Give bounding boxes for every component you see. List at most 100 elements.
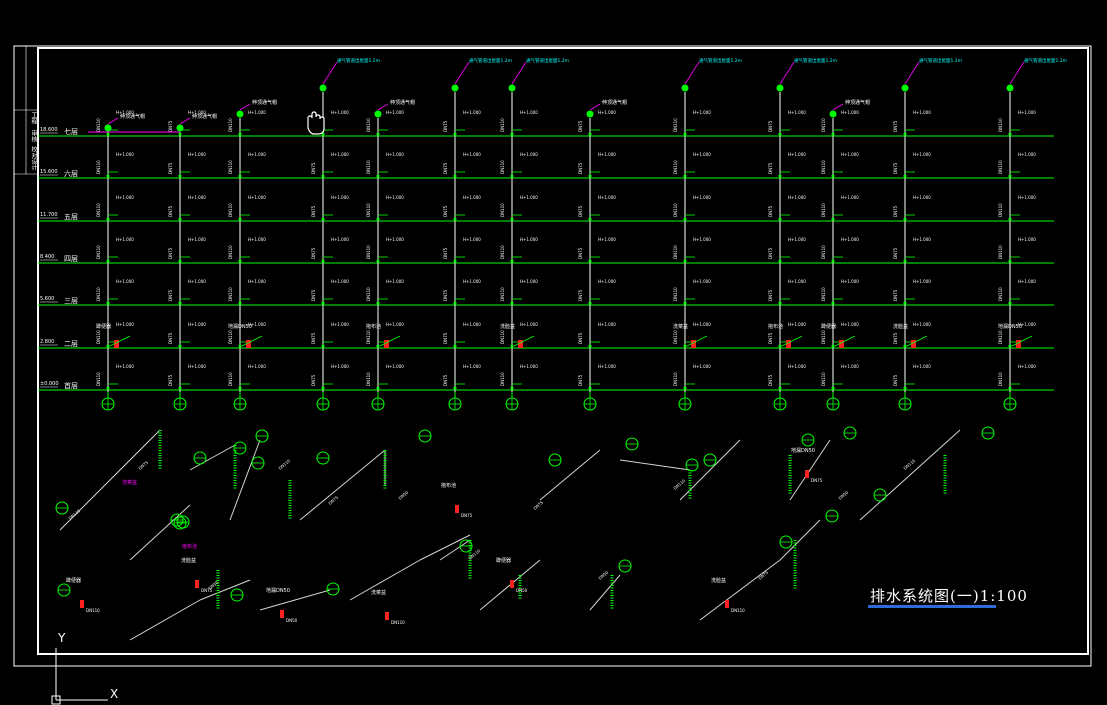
vent-leader	[179, 117, 191, 125]
pipe-size-tag: DN75	[168, 247, 173, 259]
outer-frame	[13, 45, 1092, 667]
title-block-cell: 设计	[30, 158, 37, 170]
fixture-branch	[1011, 335, 1033, 347]
pipe-size-tag: DN110	[500, 372, 505, 386]
iso-pipe	[259, 589, 331, 611]
pipe-size-tag: DN50	[597, 569, 609, 580]
pipe-size-tag: DN75	[443, 205, 448, 217]
cleanout-icon	[1008, 301, 1012, 305]
vent-leader	[239, 103, 251, 111]
pipe-size-tag: DN110	[366, 372, 371, 386]
pipe-size-tag: DN75	[311, 374, 316, 386]
pipe-size-tag: DN75	[893, 205, 898, 217]
cleanout-icon	[1008, 217, 1012, 221]
cleanout-icon	[321, 259, 325, 263]
pipe-size-tag: DN110	[821, 160, 826, 174]
pipe-size-tag: DN110	[391, 620, 405, 625]
floor-elevation: 5.600	[40, 296, 54, 302]
cleanout-icon	[588, 386, 592, 390]
fixture-label: 蹲便器	[66, 577, 81, 584]
cleanout-icon	[178, 344, 182, 348]
pipe-elevation-tag: H+1.000	[520, 322, 538, 327]
pipe-elevation-tag: H+1.000	[188, 364, 206, 369]
fixture-label: 洗脸盆	[181, 557, 196, 564]
floor-label: 三层	[64, 297, 78, 305]
pipe-size-tag: DN50	[516, 588, 528, 593]
pipe-elevation-tag: H+1.000	[841, 279, 859, 284]
pipe-size-tag: DN75	[443, 374, 448, 386]
pipe-size-tag: DN75	[768, 120, 773, 132]
vent-cap-icon	[901, 84, 909, 92]
pipe-elevation-tag: H+1.000	[386, 279, 404, 284]
cleanout-icon	[778, 344, 782, 348]
pipe-size-tag: DN110	[228, 203, 233, 217]
vent-label: 通气管道出屋面1.2m	[526, 57, 569, 64]
cleanout-icon	[178, 217, 182, 221]
cleanout-icon	[178, 301, 182, 305]
pipe-elevation-tag: H+1.000	[188, 195, 206, 200]
fixture-label: 拖布池	[768, 323, 783, 330]
pipe-elevation-tag: H+1.000	[463, 279, 481, 284]
pipe-elevation-tag: H+1.000	[386, 110, 404, 115]
pipe-size-tag: DN110	[500, 330, 505, 344]
pipe-size-tag: DN110	[86, 608, 100, 613]
vent-label: 通气管道出屋面1.2m	[699, 57, 742, 64]
pipe-size-tag: DN75	[168, 289, 173, 301]
iso-pipe	[59, 429, 161, 531]
pipe-elevation-tag: H+1.000	[693, 110, 711, 115]
cleanout-icon	[683, 174, 687, 178]
pipe-size-tag: DN110	[500, 203, 505, 217]
cleanout-icon	[453, 386, 457, 390]
cleanout-icon	[510, 386, 514, 390]
cleanout-icon	[178, 174, 182, 178]
pipe-elevation-tag: H+1.000	[1018, 152, 1036, 157]
pipe-elevation-tag: H+1.000	[116, 152, 134, 157]
cleanout-icon	[510, 217, 514, 221]
pipe-size-tag: DN75	[578, 289, 583, 301]
pipe-elevation-tag: H+1.000	[188, 279, 206, 284]
pipe-elevation-tag: H+1.000	[598, 110, 616, 115]
pipe-elevation-tag: H+1.000	[520, 195, 538, 200]
pipe-elevation-tag: H+1.000	[331, 237, 349, 242]
note-label: 洗菜盆	[122, 479, 137, 486]
cleanout-icon	[588, 301, 592, 305]
pipe-size-tag: DN110	[998, 203, 1003, 217]
pipe-elevation-tag: H+1.000	[1018, 279, 1036, 284]
cleanout-icon	[510, 301, 514, 305]
pipe-size-tag: DN110	[96, 245, 101, 259]
cleanout-icon	[588, 259, 592, 263]
pipe-size-tag: DN110	[821, 118, 826, 132]
vent-cap-icon	[508, 84, 516, 92]
pipe-elevation-tag: H+1.000	[248, 237, 266, 242]
pipe-size-tag: DN110	[902, 458, 916, 471]
cleanout-icon	[903, 174, 907, 178]
pipe-size-tag: DN50	[837, 489, 849, 500]
pipe-elevation-tag: H+1.000	[841, 152, 859, 157]
roof-label: 伸顶通气帽	[192, 113, 217, 120]
cleanout-icon	[238, 174, 242, 178]
roof-label: 伸顶通气帽	[390, 99, 415, 106]
cleanout-icon	[510, 344, 514, 348]
cleanout-icon	[106, 259, 110, 263]
pipe-size-tag: DN110	[228, 118, 233, 132]
fixture-trap-icon	[518, 340, 523, 348]
pipe-size-tag: DN75	[768, 289, 773, 301]
pipe-size-tag: DN110	[821, 287, 826, 301]
pipe-size-tag: DN75	[168, 332, 173, 344]
pipe-elevation-tag: H+1.000	[331, 152, 349, 157]
vent-leader	[589, 103, 601, 111]
vent-cap-icon	[586, 110, 594, 118]
cleanout-icon	[903, 217, 907, 221]
vent-leader	[1009, 61, 1025, 85]
floor-label: 首层	[64, 381, 78, 390]
fixture-trap-icon	[725, 600, 729, 608]
ucs-icon: Y X	[51, 631, 118, 705]
pipe-elevation-tag: H+1.000	[788, 322, 806, 327]
cleanout-icon	[106, 174, 110, 178]
cleanout-icon	[831, 259, 835, 263]
cleanout-icon	[453, 344, 457, 348]
fixture-label: 地漏DN50	[998, 323, 1022, 330]
pipe-size-tag: DN110	[277, 458, 291, 471]
